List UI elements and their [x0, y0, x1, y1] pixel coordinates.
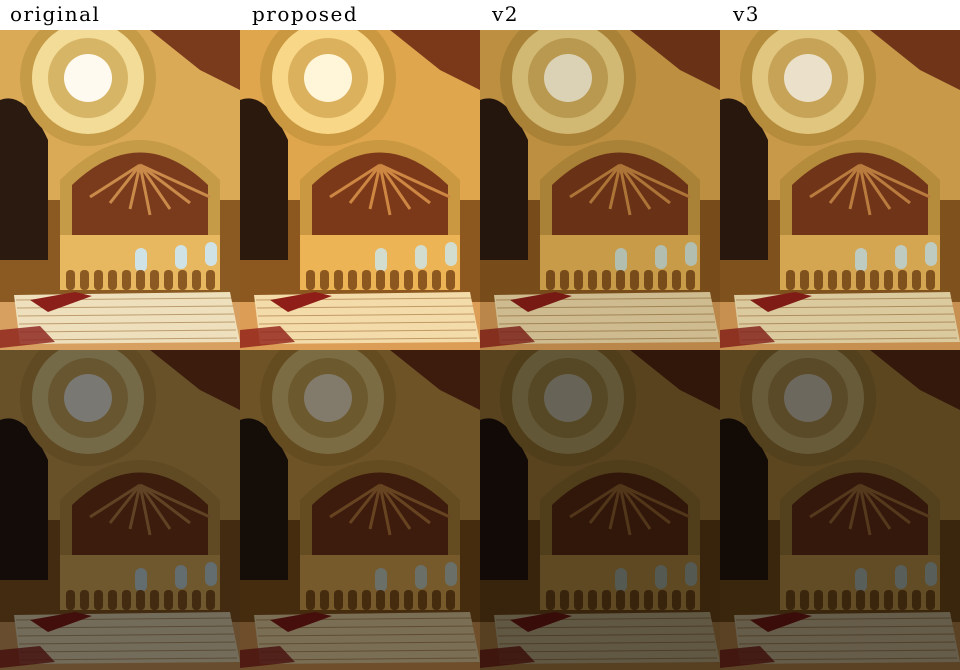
image-comparison-grid [0, 30, 960, 670]
photo-original-dark [0, 350, 240, 670]
photo-proposed-bright [240, 30, 480, 350]
column-header-bar: original proposed v2 v3 [0, 0, 960, 30]
column-label-original: original [10, 2, 101, 26]
column-label-v2: v2 [492, 2, 520, 26]
column-label-proposed: proposed [252, 2, 359, 26]
photo-v2-bright [480, 30, 720, 350]
photo-v3-bright [720, 30, 960, 350]
photo-original-bright [0, 30, 240, 350]
column-label-v3: v3 [733, 2, 761, 26]
photo-proposed-dark [240, 350, 480, 670]
photo-v2-dark [480, 350, 720, 670]
photo-v3-dark [720, 350, 960, 670]
